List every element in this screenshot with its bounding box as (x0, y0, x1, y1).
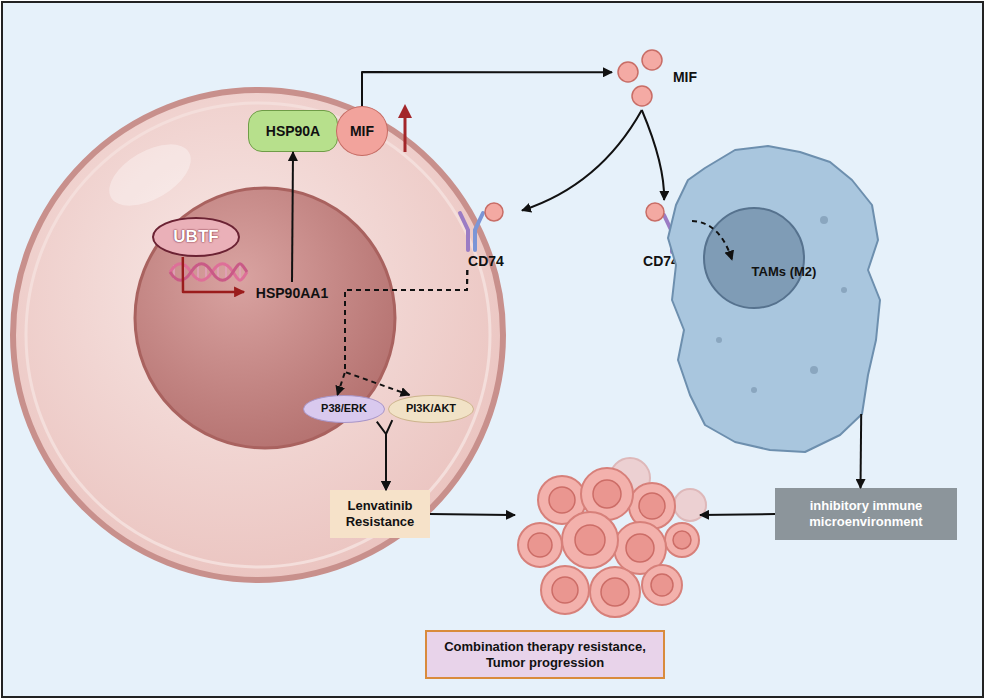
cell-highlight (99, 132, 201, 219)
arrow-connector (860, 414, 863, 488)
tumor-nucleus (651, 574, 673, 596)
tumor-mass: Combination therapy resistance, Tumor pr… (515, 470, 700, 620)
mif-particle (642, 50, 662, 70)
tumor-nucleus (528, 533, 552, 557)
granule (810, 366, 818, 374)
arrow-connector (362, 72, 612, 106)
tumor-nucleus (673, 531, 691, 549)
receptor-arm (475, 213, 483, 250)
secreted-mif-particles (618, 50, 662, 106)
tumor-cd74-receptor (460, 203, 503, 250)
node-label: HSP90AA1 (256, 285, 328, 302)
pathway-ellipse: PI3K/AKT (388, 395, 474, 423)
outcome-box: Lenvatinib Resistance (330, 490, 430, 538)
tumor-nucleus (593, 480, 621, 508)
node-outline (694, 140, 884, 455)
node-label: PI3K/AKT (406, 402, 456, 415)
upregulation-arrow (398, 104, 412, 152)
pathway-ellipse: P38/ERK (303, 395, 385, 423)
tumor-nucleus (549, 487, 575, 513)
tumor-cell (590, 567, 640, 617)
arrow-connector (522, 110, 642, 211)
dna-helix (170, 263, 247, 281)
node-label: Combination therapy resistance, Tumor pr… (425, 630, 665, 679)
arrow-connector (430, 514, 515, 515)
macrophage-cell: TAMs (M2) (694, 140, 884, 455)
macrophage-body (668, 146, 880, 452)
arrow-connector (700, 514, 775, 515)
bound-mif (646, 203, 664, 221)
signal-connector (337, 270, 467, 395)
mif-particle (632, 86, 652, 106)
secreted-protein: MIF (612, 45, 697, 110)
protein-box: HSP90A (248, 110, 338, 152)
node-label: UBTF (173, 227, 218, 247)
dna-rung (239, 263, 241, 281)
dna-strand (170, 264, 247, 281)
bound-mif (485, 203, 503, 221)
up-arrow-shaft (404, 114, 407, 152)
granule (716, 337, 722, 343)
node-label: TAMs (M2) (734, 264, 834, 280)
node-label: MIF (673, 69, 697, 86)
receptor: CD74 (450, 200, 522, 270)
signal-connector (692, 221, 732, 260)
tumor-nucleus (552, 577, 578, 603)
transcription-factor-ellipse: UBTF (152, 217, 240, 257)
arrow-connector (292, 152, 293, 282)
tumor-cluster (518, 458, 706, 617)
outcome-box: inhibitory immune microenvironment (775, 488, 957, 540)
node-label: inhibitory immune microenvironment (775, 498, 957, 529)
tumor-cell (642, 565, 682, 605)
dna-strand (170, 264, 247, 281)
nucleus (135, 188, 395, 448)
gene-label: HSP90AA1 (244, 282, 340, 304)
arrow-connector (183, 257, 244, 292)
receptor-arm (460, 213, 468, 250)
tumor-cell (562, 512, 618, 568)
tumor-nucleus (601, 578, 629, 606)
cell-membrane-inner (26, 103, 490, 567)
mif-particle (618, 62, 638, 82)
tumor-nucleus (639, 493, 665, 519)
node-label: HSP90A (266, 123, 320, 140)
arrow-connector (377, 422, 386, 490)
tumor-cell (13, 90, 503, 580)
arrow-connector (386, 420, 392, 490)
tumor-nucleus (626, 534, 654, 562)
tumor-cell (665, 523, 699, 557)
arrow-connector (642, 110, 664, 200)
granule (751, 387, 757, 393)
node-label: MIF (350, 123, 374, 140)
up-arrow-head (398, 104, 412, 118)
tumor-cell (518, 523, 562, 567)
node-label: P38/ERK (321, 402, 367, 415)
tumor-nucleus (575, 525, 605, 555)
macrophage-nucleus (704, 208, 804, 308)
tumor-cell-faded (674, 489, 706, 521)
granule (820, 216, 828, 224)
node-label: CD74 (468, 253, 504, 270)
signal-connector (345, 270, 467, 395)
node-label: Lenvatinib Resistance (330, 498, 430, 529)
protein-circle: MIF (336, 106, 388, 156)
granule (841, 287, 847, 293)
tumor-cell (541, 566, 589, 614)
